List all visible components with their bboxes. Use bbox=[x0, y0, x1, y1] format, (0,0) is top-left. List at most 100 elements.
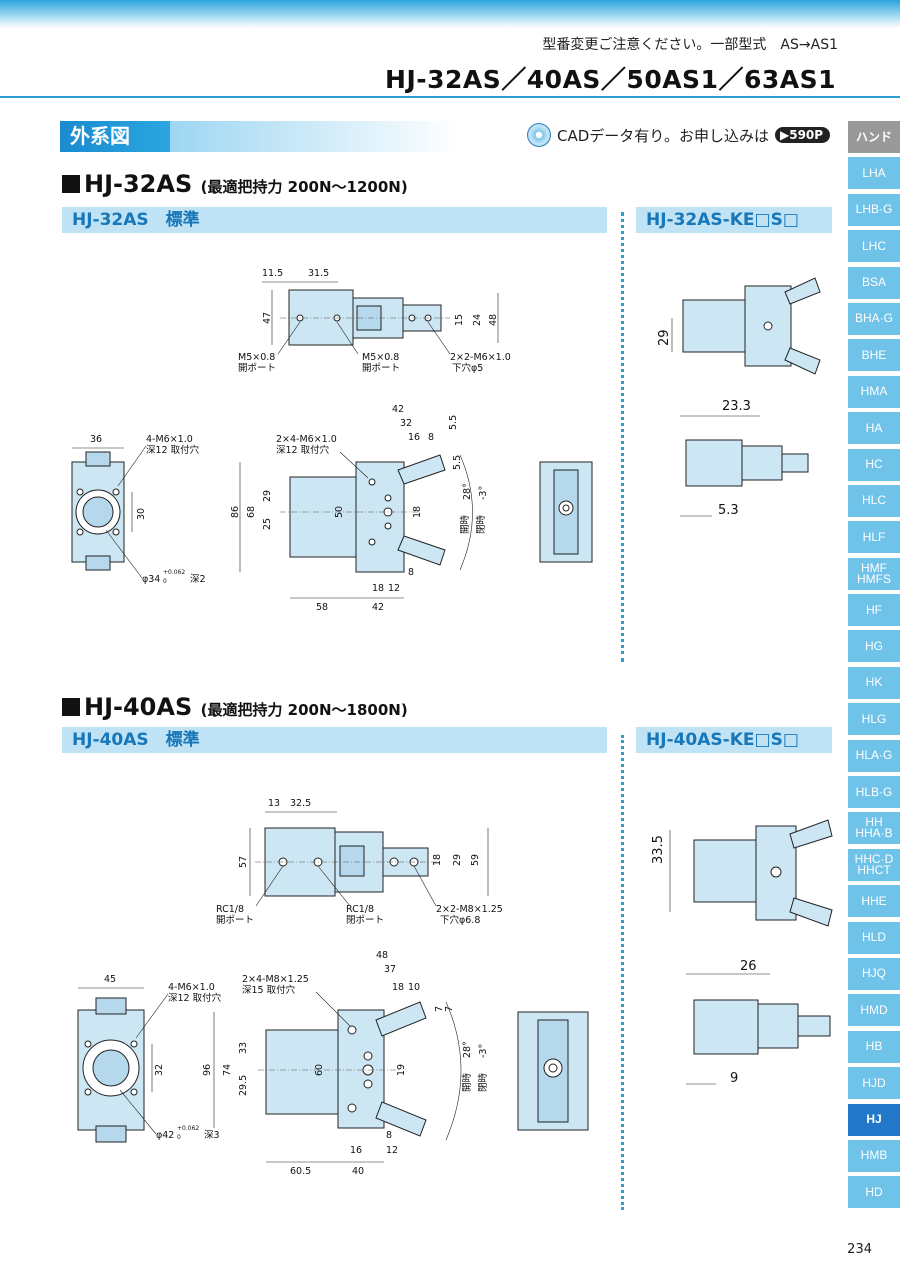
upper-finger bbox=[375, 1001, 427, 1037]
sidebar-item-hlf[interactable]: HLF bbox=[848, 521, 900, 554]
sidebar-item-lhc[interactable]: LHC bbox=[848, 230, 900, 263]
dim-text: 7 bbox=[444, 1006, 455, 1012]
clamp-part bbox=[339, 845, 365, 877]
sidebar-item-hlc[interactable]: HLC bbox=[848, 484, 900, 517]
angle-text: -3° bbox=[478, 1044, 489, 1058]
callout: 0 bbox=[177, 1134, 181, 1141]
dim-text: 58 bbox=[316, 602, 328, 613]
top-gradient-band bbox=[0, 0, 900, 28]
side-cap bbox=[85, 451, 111, 467]
angle-text: -3° bbox=[478, 486, 489, 500]
sidebar-item-hc[interactable]: HC bbox=[848, 448, 900, 481]
dim-text: 37 bbox=[384, 964, 396, 975]
dim-text: 8 bbox=[408, 567, 414, 578]
dim-text: 42 bbox=[372, 602, 384, 613]
dim-text: 13 bbox=[268, 798, 280, 809]
mount-hole bbox=[363, 1079, 373, 1089]
sidebar-item-hj[interactable]: HJ bbox=[848, 1103, 900, 1136]
leader-line bbox=[105, 529, 143, 579]
dim-text: 32 bbox=[400, 418, 412, 429]
callout: 深12 取付穴 bbox=[168, 992, 222, 1004]
sidebar-item-lhb-g[interactable]: LHB·G bbox=[848, 193, 900, 226]
hj32-variant-view: 29 23.3 5.3 bbox=[657, 277, 821, 518]
sidebar-item-bhe[interactable]: BHE bbox=[848, 339, 900, 372]
hj32-front-view: 86 68 29 25 50 18 42 32 16 8 5.5 5.5 28°… bbox=[230, 404, 489, 613]
dim-text: 33 bbox=[238, 1042, 249, 1054]
hj32-side-view: 36 30 4-M6×1.0 深12 取付穴 φ34 +0.062 0 深2 bbox=[71, 434, 206, 585]
variant-label-hj40: HJ-40AS-KE□S□ bbox=[636, 727, 832, 753]
side-cap bbox=[95, 997, 127, 1015]
side-cap bbox=[85, 555, 111, 571]
dim-text: 47 bbox=[262, 312, 273, 324]
dim-text: 40 bbox=[352, 1166, 364, 1177]
dim-text: 29.5 bbox=[238, 1075, 249, 1096]
sidebar-item-ha[interactable]: HA bbox=[848, 412, 900, 445]
model-heading-hj40: HJ-40AS (最適把持力 200N～1800N) bbox=[62, 693, 408, 721]
page-ref-badge[interactable]: ▶590P bbox=[775, 127, 831, 143]
sidebar-item-hjq[interactable]: HJQ bbox=[848, 957, 900, 990]
sidebar-item-hg[interactable]: HG bbox=[848, 630, 900, 663]
mount-hole bbox=[368, 538, 376, 546]
page-title: HJ-32AS／40AS／50AS1／63AS1 bbox=[385, 65, 836, 94]
sidebar-item-hlb-g[interactable]: HLB·G bbox=[848, 776, 900, 809]
dim-text: 5.5 bbox=[448, 415, 459, 430]
leader-line bbox=[135, 993, 169, 1039]
mount-hole bbox=[84, 1040, 92, 1048]
column-divider bbox=[621, 212, 624, 662]
end-hole-inner bbox=[548, 1063, 558, 1073]
dim-text: 32.5 bbox=[290, 798, 311, 809]
bore-inner bbox=[82, 496, 114, 528]
callout: 閉時 bbox=[476, 515, 487, 535]
sidebar-item-hb[interactable]: HB bbox=[848, 1030, 900, 1063]
leader-line bbox=[317, 865, 351, 907]
sidebar-item-hlg[interactable]: HLG bbox=[848, 703, 900, 736]
sidebar-item-hld[interactable]: HLD bbox=[848, 921, 900, 954]
mount-hole bbox=[363, 1051, 373, 1061]
header-rule bbox=[0, 96, 900, 98]
dim-text: 36 bbox=[90, 434, 102, 445]
variant-body bbox=[693, 839, 757, 903]
dim-text: 31.5 bbox=[308, 268, 329, 279]
callout: 深2 bbox=[190, 574, 206, 585]
sidebar-item-hh[interactable]: HH HHA·B bbox=[848, 812, 900, 845]
sidebar-item-hf[interactable]: HF bbox=[848, 594, 900, 627]
sidebar-item-hla-g[interactable]: HLA·G bbox=[848, 739, 900, 772]
dim-text: 16 bbox=[408, 432, 420, 443]
sidebar-item-bsa[interactable]: BSA bbox=[848, 266, 900, 299]
sidebar-item-hhe[interactable]: HHE bbox=[848, 885, 900, 918]
sidebar-item-hk[interactable]: HK bbox=[848, 666, 900, 699]
sidebar-item-hhc-d[interactable]: HHC·D HHCT bbox=[848, 848, 900, 881]
dim-text: 45 bbox=[104, 974, 116, 985]
leader-line bbox=[315, 991, 351, 1027]
sidebar-item-hmb[interactable]: HMB bbox=[848, 1139, 900, 1172]
front-body bbox=[289, 476, 357, 558]
leader-line bbox=[117, 445, 147, 487]
cad-note-text: CADデータ有り。お申し込みは bbox=[557, 126, 769, 145]
callout: 開時 bbox=[462, 1073, 473, 1093]
dim-text: 18 bbox=[412, 506, 423, 518]
callout: φ34 bbox=[142, 574, 160, 585]
cad-note[interactable]: CADデータ有り。お申し込みは ▶590P bbox=[527, 123, 831, 147]
mount-hole bbox=[76, 488, 84, 496]
dim-text: 96 bbox=[202, 1064, 213, 1076]
end-hole-inner bbox=[562, 504, 570, 512]
mount-hole bbox=[347, 1103, 357, 1113]
sidebar-item-lha[interactable]: LHA bbox=[848, 157, 900, 190]
callout: 開ポート bbox=[216, 915, 254, 926]
dim-text: 12 bbox=[388, 583, 400, 594]
dim-text: 9 bbox=[730, 1071, 738, 1086]
sidebar-item-hjd[interactable]: HJD bbox=[848, 1067, 900, 1100]
sidebar-item-hma[interactable]: HMA bbox=[848, 375, 900, 408]
sidebar-item-hd[interactable]: HD bbox=[848, 1176, 900, 1209]
dim-text: 48 bbox=[376, 950, 388, 961]
sidebar-item-bha-g[interactable]: BHA·G bbox=[848, 302, 900, 335]
hj40-front-view: 96 74 33 29.5 60 19 48 37 18 10 7 7 28° … bbox=[202, 950, 489, 1177]
variant-body bbox=[682, 299, 746, 353]
model-name: HJ-40AS bbox=[84, 693, 193, 721]
variant-finger bbox=[789, 897, 833, 927]
sidebar-item-hmf[interactable]: HMF HMFS bbox=[848, 557, 900, 590]
dim-text: 16 bbox=[350, 1145, 362, 1156]
dim-text: 86 bbox=[230, 506, 241, 518]
sidebar-item-hmd[interactable]: HMD bbox=[848, 994, 900, 1027]
variant-top-finger bbox=[781, 453, 809, 473]
